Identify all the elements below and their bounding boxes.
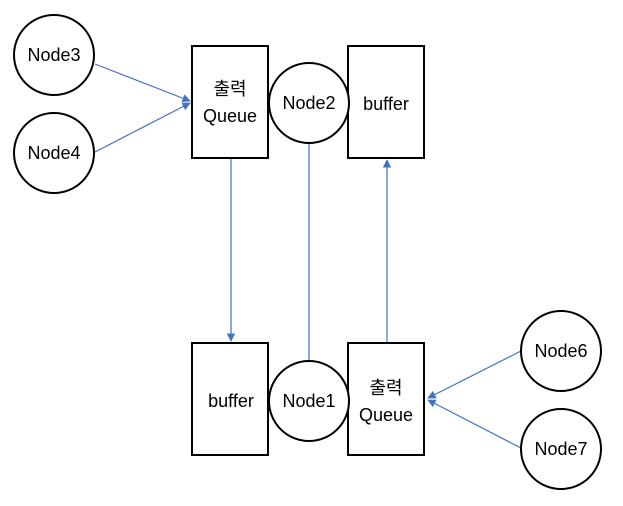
node3-label: Node3: [27, 45, 80, 65]
top-queue-label-line2: Queue: [203, 106, 257, 126]
node6-circle: Node6: [520, 310, 602, 392]
edge-node3-to-top-queue: [94, 63, 191, 103]
node4-label: Node4: [27, 143, 80, 163]
bottom-buffer-box: buffer: [191, 342, 269, 456]
node3-circle: Node3: [13, 14, 95, 96]
node2-circle: Node2: [268, 62, 350, 144]
bottom-output-queue-box: 출력 Queue: [347, 342, 425, 456]
top-buffer-box: buffer: [347, 45, 425, 159]
node1-circle: Node1: [268, 360, 350, 442]
bottom-queue-label-line2: Queue: [359, 405, 413, 425]
node1-label: Node1: [282, 391, 335, 411]
edge-node4-to-top-queue: [94, 102, 191, 153]
edge-node6-to-bottom-queue: [427, 350, 522, 399]
top-buffer-label: buffer: [363, 94, 409, 114]
node2-label: Node2: [282, 93, 335, 113]
bottom-queue-label-line1: 출력: [369, 378, 402, 398]
node7-circle: Node7: [520, 408, 602, 490]
top-queue-label-line1: 출력: [213, 79, 246, 99]
top-output-queue-box: 출력 Queue: [191, 45, 269, 159]
node6-label: Node6: [534, 341, 587, 361]
bottom-buffer-label: buffer: [208, 391, 254, 411]
edge-node7-to-bottom-queue: [427, 399, 522, 449]
node4-circle: Node4: [13, 112, 95, 194]
node7-label: Node7: [534, 439, 587, 459]
